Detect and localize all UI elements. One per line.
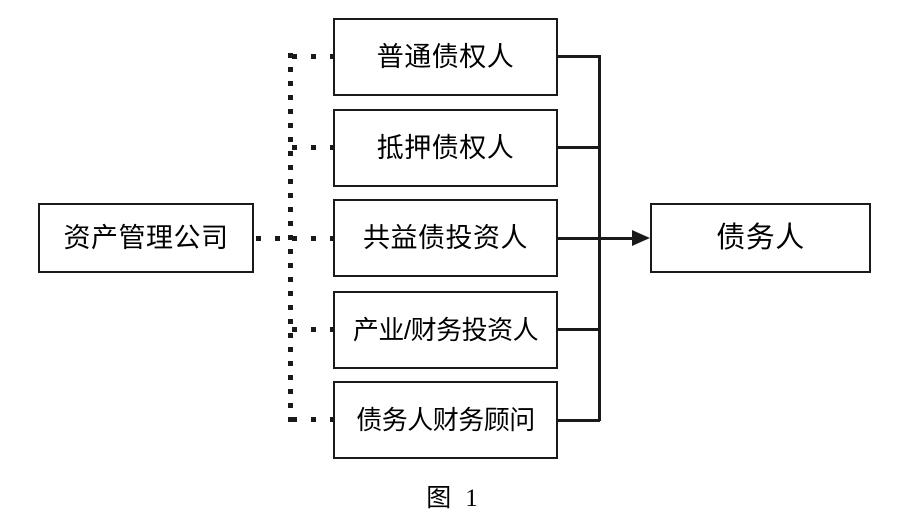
node-debtor-label: 债务人 bbox=[716, 221, 805, 254]
solid-branch-mortgage-creditor bbox=[558, 146, 600, 149]
node-common-benefit-debt-investor-label: 共益债投资人 bbox=[363, 222, 528, 253]
arrow-shaft-to-debtor bbox=[598, 237, 636, 240]
solid-branch-common-benefit-debt-investor bbox=[558, 237, 600, 240]
dotted-branch-mortgage-creditor bbox=[292, 145, 334, 150]
node-asset-management-company-label: 资产管理公司 bbox=[63, 222, 229, 253]
node-ordinary-creditor[interactable]: 普通债权人 bbox=[333, 18, 558, 96]
dotted-branch-industrial-financial-investor bbox=[292, 327, 334, 332]
figure-caption-word: 图 bbox=[426, 485, 452, 512]
dotted-branch-debtor-financial-advisor bbox=[292, 417, 334, 422]
node-debtor-financial-advisor-label: 债务人财务顾问 bbox=[356, 405, 535, 435]
node-debtor-financial-advisor[interactable]: 债务人财务顾问 bbox=[333, 381, 558, 459]
node-ordinary-creditor-label: 普通债权人 bbox=[376, 41, 515, 72]
node-asset-management-company[interactable]: 资产管理公司 bbox=[38, 203, 254, 273]
node-mortgage-creditor[interactable]: 抵押债权人 bbox=[333, 109, 558, 187]
figure-caption-number: 1 bbox=[465, 485, 478, 512]
arrow-head-icon bbox=[632, 230, 650, 246]
dotted-branch-ordinary-creditor bbox=[292, 54, 334, 59]
solid-branch-ordinary-creditor bbox=[558, 55, 600, 58]
dotted-branch-common-benefit-debt-investor bbox=[292, 236, 334, 241]
node-mortgage-creditor-label: 抵押债权人 bbox=[376, 132, 515, 163]
solid-branch-industrial-financial-investor bbox=[558, 328, 600, 331]
dotted-lead-from-asset-company bbox=[256, 236, 292, 241]
node-industrial-financial-investor[interactable]: 产业/财务投资人 bbox=[333, 291, 558, 369]
node-industrial-financial-investor-label: 产业/财务投资人 bbox=[352, 315, 539, 345]
solid-branch-debtor-financial-advisor bbox=[558, 419, 600, 422]
node-debtor[interactable]: 债务人 bbox=[650, 203, 871, 273]
node-common-benefit-debt-investor[interactable]: 共益债投资人 bbox=[333, 199, 558, 277]
